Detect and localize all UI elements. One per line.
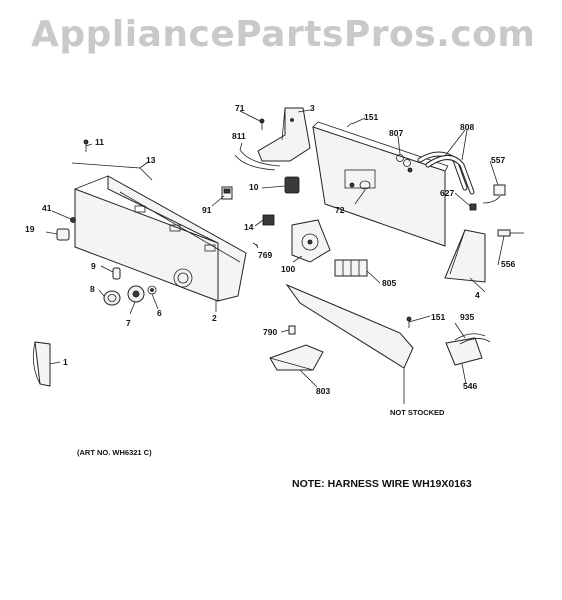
brace-not-stocked [285, 283, 414, 404]
callout-71: 71 [235, 103, 245, 113]
callout-769: 769 [258, 250, 273, 260]
bracket-3 [257, 107, 311, 162]
callout-808: 808 [460, 122, 475, 132]
callout-6: 6 [157, 308, 162, 318]
callout-807: 807 [389, 128, 404, 138]
callout-3: 3 [310, 103, 315, 113]
clip-790 [288, 325, 296, 335]
screw-11 [83, 139, 89, 152]
callout-935: 935 [460, 312, 475, 322]
timer-100 [291, 219, 331, 263]
callout-811: 811 [232, 131, 246, 141]
screw-41 [51, 210, 76, 223]
dial-7 [127, 285, 145, 303]
callout-803: 803 [316, 386, 331, 396]
back-panel-72 [312, 121, 449, 247]
switch-805 [334, 259, 368, 277]
screw-769 [252, 242, 259, 247]
screw-71 [259, 118, 265, 130]
control-panel [71, 162, 247, 302]
harness-556 [497, 229, 524, 237]
callout-151a: 151 [364, 112, 379, 122]
not-stocked-label: NOT STOCKED [390, 408, 445, 417]
callout-72: 72 [335, 205, 345, 215]
watermark: AppliancePartsPros.com [31, 14, 536, 55]
hoses-808 [417, 151, 475, 195]
callout-8: 8 [90, 284, 95, 294]
callout-13: 13 [146, 155, 156, 165]
callout-41: 41 [42, 203, 52, 213]
callout-100: 100 [281, 264, 296, 274]
harness-546 [445, 333, 491, 366]
callout-19: 19 [25, 224, 35, 234]
callout-7: 7 [126, 318, 131, 328]
harness-note: NOTE: HARNESS WIRE WH19X0163 [292, 478, 472, 490]
callout-2: 2 [212, 313, 217, 323]
art-number: (ART NO. WH6321 C) [77, 448, 152, 457]
callout-546: 546 [463, 381, 478, 391]
callout-10: 10 [249, 182, 259, 192]
leader-lines [49, 109, 505, 388]
ring-6 [147, 285, 157, 295]
valve-557 [482, 184, 506, 204]
lens-9 [112, 267, 121, 280]
switch-14 [262, 214, 275, 226]
screw-151a [346, 122, 353, 128]
callout-9: 9 [91, 261, 96, 271]
callout-4: 4 [475, 290, 480, 300]
callout-11: 11 [95, 137, 104, 147]
manual-1 [32, 341, 51, 387]
switch-10 [284, 176, 300, 194]
knob-8 [103, 290, 121, 306]
callout-14: 14 [244, 222, 254, 232]
callout-627: 627 [440, 188, 455, 198]
end-cap-4 [444, 229, 486, 283]
wire-811 [234, 149, 281, 171]
knob-19 [45, 228, 70, 241]
callout-91: 91 [202, 205, 212, 215]
callout-151b: 151 [431, 312, 446, 322]
callout-790: 790 [263, 327, 278, 337]
callout-1: 1 [63, 357, 68, 367]
plug-627 [469, 203, 477, 211]
screw-151b [406, 316, 412, 328]
bracket-803 [269, 344, 324, 371]
callout-556: 556 [501, 259, 516, 269]
grommet-807 [396, 154, 411, 167]
callout-557: 557 [491, 155, 506, 165]
switch-91 [221, 186, 233, 200]
callout-805: 805 [382, 278, 397, 288]
